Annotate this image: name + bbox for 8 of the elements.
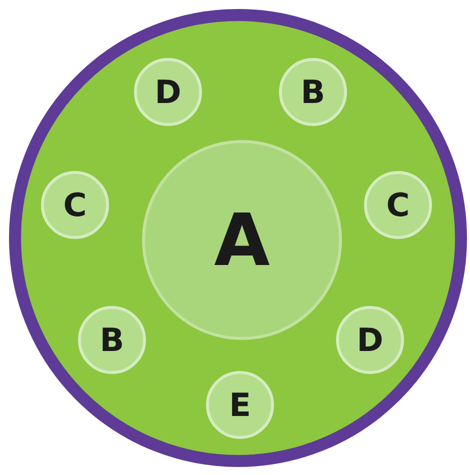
circle-letter: C [386, 189, 410, 221]
circle-letter: B [300, 76, 326, 108]
circle-letter: D [356, 324, 384, 356]
circle-letter: A [214, 204, 270, 276]
circle-letter: B [100, 324, 124, 356]
circle-letter: D [154, 76, 182, 108]
circle-letter: C [63, 189, 87, 221]
circle-letter: E [229, 389, 251, 421]
